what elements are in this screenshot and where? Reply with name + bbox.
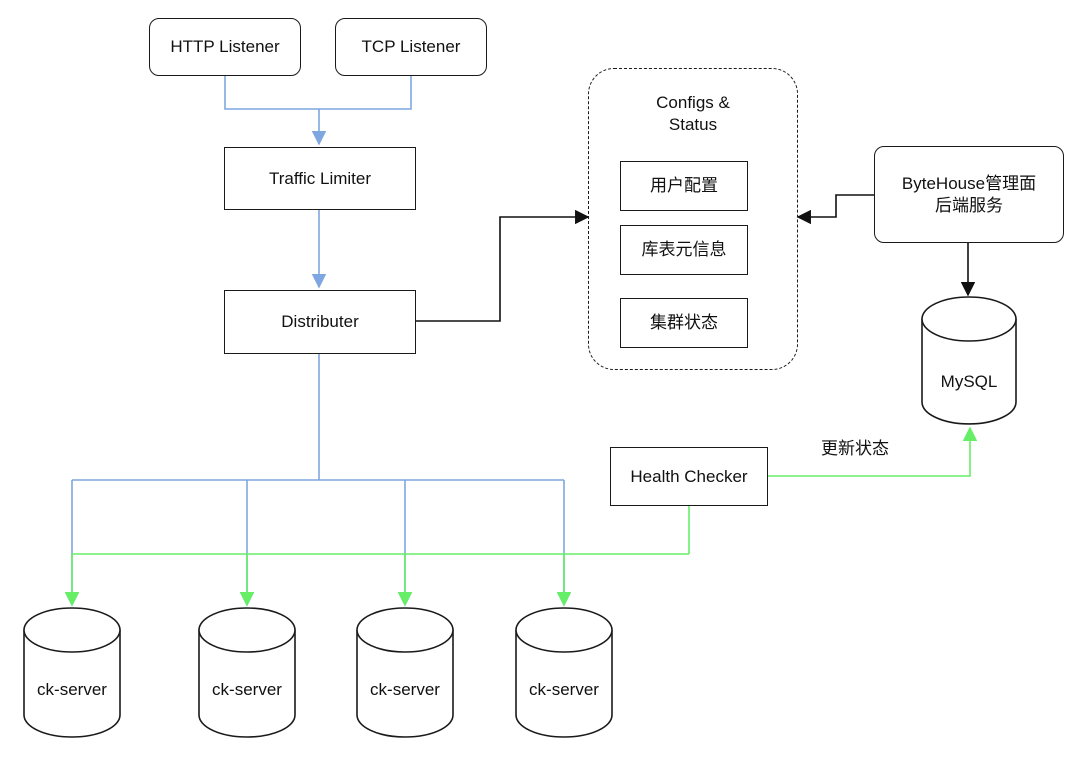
mysql-label: MySQL: [940, 372, 998, 391]
health-checker-node: Health Checker: [610, 447, 768, 506]
mysql-cylinder: [921, 296, 1017, 425]
configs-status-title: Configs & Status: [656, 93, 730, 135]
edge-http-to-merge: [224, 76, 319, 110]
config-item-table-metadata: 库表元信息: [620, 225, 748, 275]
ck-server-label-2: ck-server: [212, 680, 282, 699]
edge-tcp-to-merge: [319, 76, 412, 110]
ck-server-cylinder-2: [198, 607, 296, 738]
ck-server-cylinder-3: [356, 607, 454, 738]
http-listener-node: HTTP Listener: [149, 18, 301, 76]
edge-health-to-mysql: [768, 426, 978, 477]
ck-server-label-4: ck-server: [529, 680, 599, 699]
ck-server-cylinder-1: [23, 607, 121, 738]
edge-distributer-to-configs: [416, 209, 590, 322]
ck-server-label-1: ck-server: [37, 680, 107, 699]
edge-label-update-status: 更新状态: [821, 439, 889, 458]
tcp-listener-node: TCP Listener: [335, 18, 487, 76]
config-item-cluster-status: 集群状态: [620, 298, 748, 348]
ck-server-cylinder-4: [515, 607, 613, 738]
bytehouse-backend-node: ByteHouse管理面 后端服务: [874, 146, 1064, 243]
config-item-user-config: 用户配置: [620, 161, 748, 211]
traffic-limiter-node: Traffic Limiter: [224, 147, 416, 210]
distributer-node: Distributer: [224, 290, 416, 354]
configs-status-group: [588, 68, 798, 370]
ck-server-label-3: ck-server: [370, 680, 440, 699]
edge-backend-to-configs: [796, 194, 874, 225]
